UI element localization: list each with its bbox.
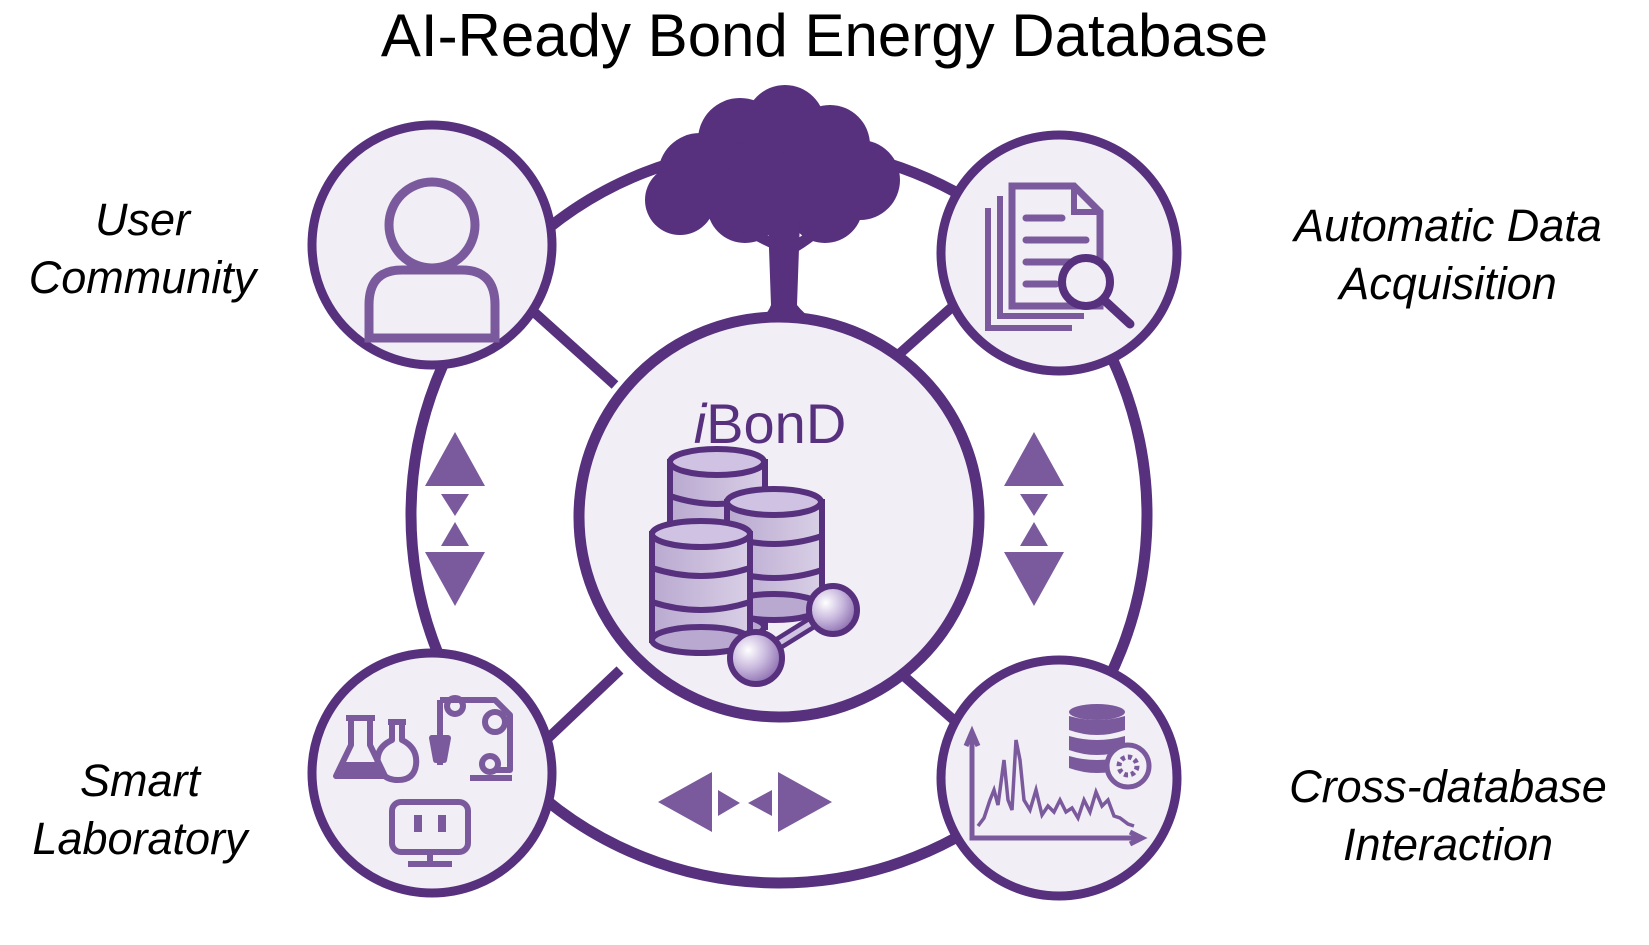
center-title-name: BonD [706,392,847,455]
label-line: Interaction [1342,819,1554,870]
center-title: iBonD [620,392,920,456]
document-search-icon [985,182,1135,331]
horizontal-double-arrow-icon [658,772,832,832]
vertical-double-arrow-icon-right [1004,432,1064,606]
label-automatic-data-acquisition: Automatic Data Acquisition [1248,197,1648,313]
label-smart-laboratory: Smart Laboratory [0,752,280,868]
diagram-title: AI-Ready Bond Energy Database [380,2,1269,69]
tree-icon [645,85,900,332]
user-icon [364,177,500,343]
spectrum-database-icon [963,704,1152,847]
label-line: Cross-database [1289,761,1607,812]
label-user-community: User Community [0,191,285,307]
outer-ring [405,141,1153,889]
node-user-circle [307,120,557,370]
label-line: Acquisition [1339,258,1557,309]
database-molecule-icon [649,446,860,687]
lab-robot-icon [333,695,513,867]
label-line: Smart [79,755,200,806]
vertical-double-arrow-icon-left [425,432,485,606]
label-line: User [94,194,190,245]
center-title-prefix: i [693,392,707,455]
label-line: Community [28,252,257,303]
label-cross-database-interaction: Cross-database Interaction [1248,758,1648,874]
label-line: Automatic Data [1294,200,1602,251]
label-line: Laboratory [32,813,248,864]
